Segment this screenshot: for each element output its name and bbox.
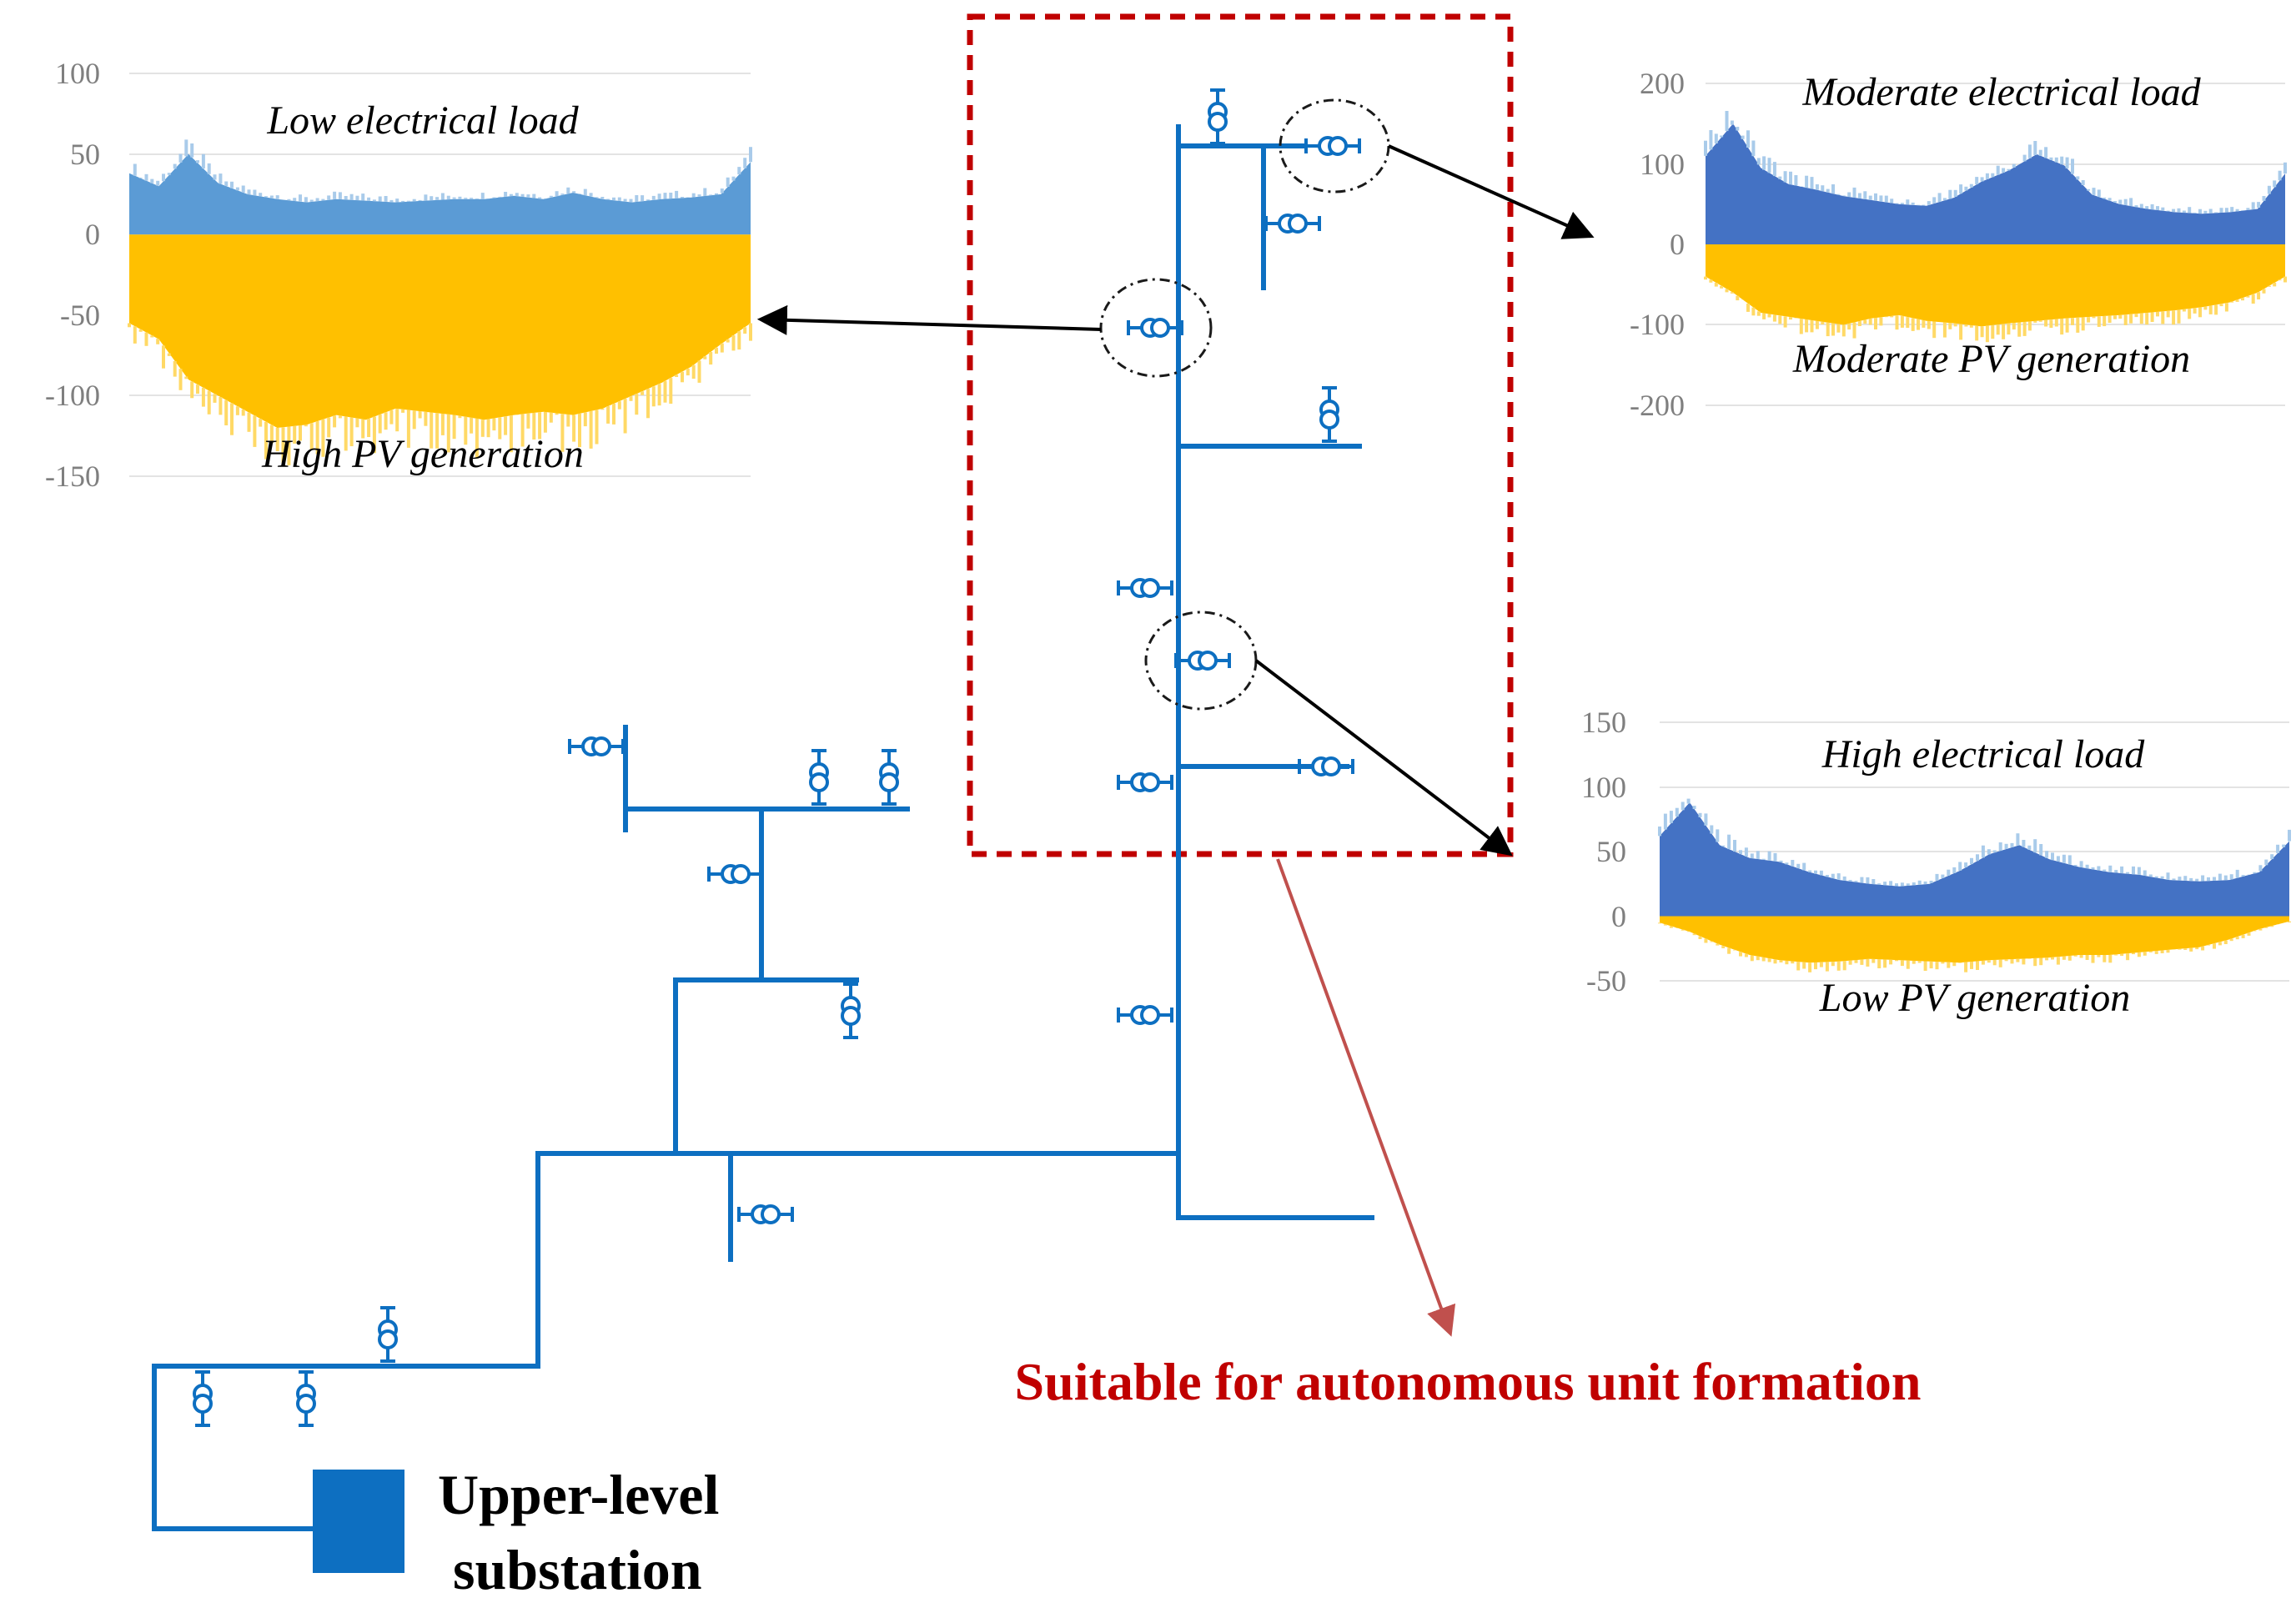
transformer-icon [378, 1306, 398, 1363]
transformer-icon [193, 1370, 213, 1427]
y-tick-label: 100 [55, 57, 100, 90]
y-tick-label: 100 [1640, 148, 1685, 181]
transformer-icon [1319, 386, 1339, 443]
chart-low-load-high-pv: 100 50 0 -50 -100 -150 Low electrical lo… [45, 57, 752, 493]
y-tick-label: 0 [1611, 900, 1626, 933]
transformer-icon [1208, 88, 1228, 145]
transformer-icon [1117, 1005, 1173, 1025]
transformer-icon [1264, 214, 1321, 234]
chart-top-label: Moderate electrical load [1801, 70, 2201, 114]
callout-arrow [1388, 144, 1595, 239]
transformer-icon [1117, 578, 1173, 598]
transformer-icon [879, 749, 899, 806]
substation-label-line2: substation [453, 1538, 702, 1601]
chart-bottom-label: High PV generation [261, 432, 584, 476]
chart-high-load-low-pv: 150 100 50 0 -50 High electrical load Lo… [1581, 706, 2291, 1020]
load-area-series [129, 153, 751, 235]
transformer-icon [737, 1204, 794, 1224]
chart-moderate-load-moderate-pv: 200 100 0 -100 -200 Moderate electrical … [1630, 67, 2287, 422]
y-tick-label: 0 [85, 218, 100, 251]
y-tick-label: -200 [1630, 389, 1685, 422]
transformer-icon [1304, 136, 1361, 156]
chart-bottom-label: Moderate PV generation [1792, 337, 2190, 381]
transformer-icon [841, 982, 861, 1039]
y-tick-label: 100 [1581, 771, 1626, 804]
autonomous-region-box [967, 13, 1514, 857]
transformer-icon [707, 864, 764, 884]
autonomous-note: Suitable for autonomous unit formation [1015, 1352, 1922, 1411]
transformer-icon [296, 1370, 316, 1427]
y-tick-label: 150 [1581, 706, 1626, 739]
distribution-network [152, 124, 1374, 1531]
y-tick-label: 50 [1596, 835, 1626, 868]
y-tick-label: -50 [1586, 964, 1626, 997]
transformer-icon [1127, 318, 1183, 338]
y-tick-label: -100 [1630, 308, 1685, 341]
pv-area-series [1706, 244, 2285, 327]
y-tick-label: 200 [1640, 67, 1685, 100]
load-area-series [1660, 802, 2289, 917]
transformer-icon [1298, 756, 1354, 776]
callout-arrow [1254, 659, 1513, 857]
transformer-icon [1117, 772, 1173, 792]
pv-area-series [1660, 916, 2289, 963]
y-tick-label: -100 [45, 379, 100, 412]
note-arrow [1276, 858, 1456, 1337]
substation-square-icon [313, 1470, 404, 1573]
y-tick-label: -150 [45, 460, 100, 493]
chart-top-label: Low electrical load [266, 98, 579, 143]
chart-bottom-label: Low PV generation [1819, 976, 2130, 1020]
callout-arrow [756, 304, 1102, 335]
pv-area-series [129, 234, 751, 428]
load-area-series [1706, 123, 2285, 244]
transformer-icon [1174, 651, 1231, 671]
substation-label-line1: Upper-level [438, 1463, 719, 1526]
chart-top-label: High electrical load [1821, 732, 2146, 776]
transformer-icon [568, 736, 625, 756]
transformer-icon [809, 749, 829, 806]
y-tick-label: 0 [1670, 228, 1685, 261]
y-tick-label: -50 [60, 299, 100, 332]
y-tick-label: 50 [70, 138, 100, 171]
